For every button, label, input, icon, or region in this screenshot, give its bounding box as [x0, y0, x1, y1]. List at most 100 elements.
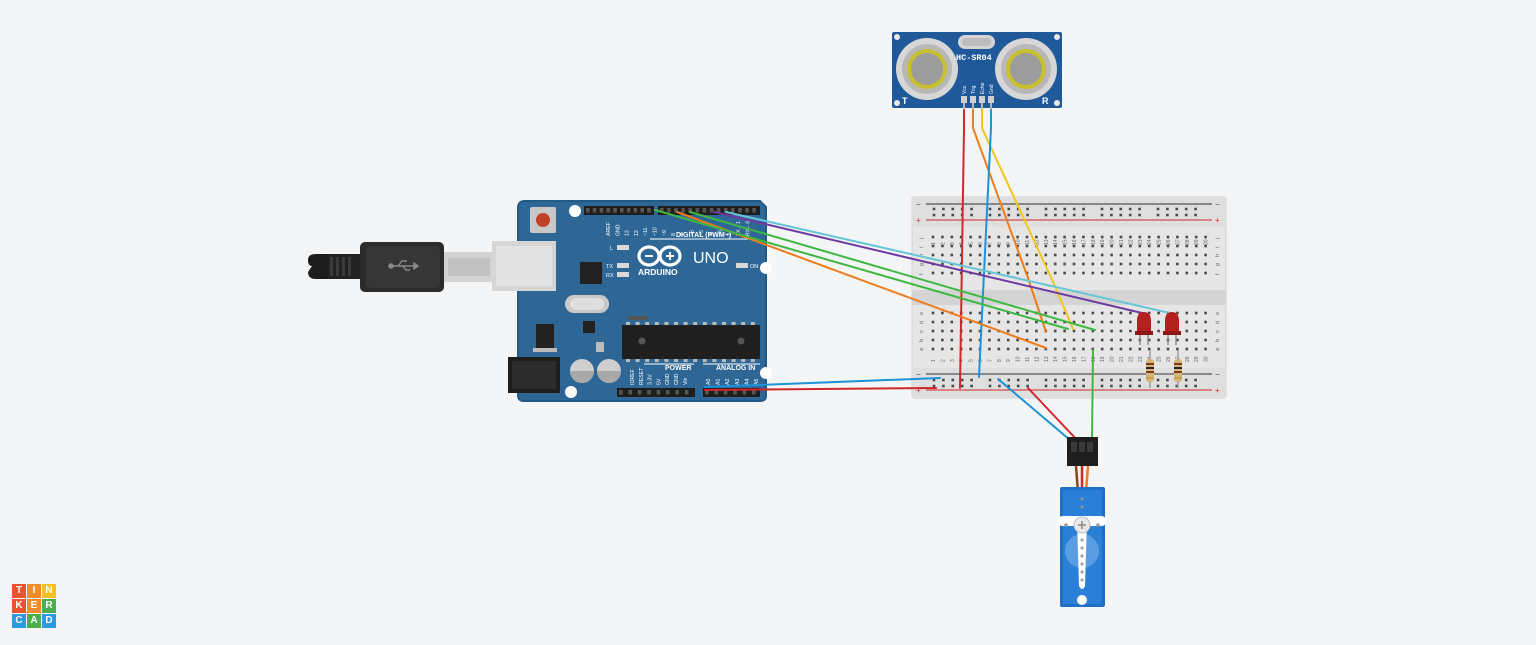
breadboard-hole — [978, 329, 982, 333]
breadboard-hole — [1082, 235, 1085, 239]
wire-sensor-trig[interactable] — [972, 109, 1029, 279]
column-number: 2 — [940, 242, 946, 245]
rail-hole — [1119, 384, 1123, 388]
column-number: 20 — [1110, 356, 1116, 362]
wire-jumper-yellow[interactable] — [1053, 283, 1074, 330]
rail-hole — [1007, 384, 1011, 388]
wire-gnd[interactable] — [704, 377, 941, 388]
logo-letter: C — [12, 614, 26, 628]
breadboard-hole — [1082, 338, 1085, 342]
column-number: 22 — [1128, 356, 1134, 362]
resistor-2[interactable] — [1174, 350, 1182, 388]
breadboard-hole — [988, 244, 991, 248]
rail-hole — [1175, 213, 1179, 217]
breadboard-hole — [1082, 320, 1085, 324]
rail-hole — [960, 384, 964, 388]
wire-5v[interactable] — [704, 387, 937, 391]
wire-pin2[interactable] — [725, 211, 1171, 314]
breadboard-hole — [1072, 244, 1076, 248]
breadboard-hole — [988, 338, 991, 342]
wire-sensor-vcc[interactable] — [959, 109, 965, 389]
breadboard-hole — [1119, 262, 1123, 266]
column-number: 2 — [940, 359, 946, 362]
wire-pin3[interactable] — [713, 211, 1143, 314]
ic-pin — [722, 359, 726, 362]
servo-motor[interactable] — [1058, 437, 1106, 607]
column-number: 23 — [1138, 239, 1144, 245]
breadboard-hole — [1044, 244, 1048, 248]
pin-label: ~9 — [662, 230, 668, 236]
row-letter: i — [1215, 247, 1221, 248]
ic-pin — [712, 359, 717, 362]
header-hole — [626, 208, 631, 213]
pin-label: 5V — [656, 378, 662, 385]
ic-pin — [741, 322, 746, 325]
breadboard-hole — [1035, 271, 1038, 275]
column-number: 7 — [987, 242, 993, 245]
breadboard-hole — [950, 235, 954, 239]
usb-cable[interactable] — [308, 242, 494, 292]
wires[interactable] — [654, 109, 1171, 441]
breadboard[interactable]: − − + + − − + + 112233445566778899101011… — [911, 196, 1227, 399]
breadboard-hole — [1006, 329, 1010, 333]
led-red-2[interactable] — [1163, 312, 1181, 345]
ic-pin — [731, 322, 736, 325]
column-number: 29 — [1194, 356, 1200, 362]
column-number: 26 — [1166, 239, 1172, 245]
ic-pin — [683, 322, 688, 325]
ultrasonic-receiver — [995, 38, 1057, 100]
breadboard-hole — [1176, 311, 1179, 315]
breadboard-hole — [941, 244, 944, 248]
ic-pin — [645, 322, 650, 325]
wire-pin5[interactable] — [689, 211, 1096, 331]
resistor-1[interactable] — [1146, 350, 1154, 388]
rail-hole — [951, 384, 955, 388]
rail-hole — [1044, 378, 1048, 382]
pin-label: Vin — [683, 377, 689, 385]
row-letter: i — [919, 247, 925, 248]
breadboard-hole — [1053, 262, 1057, 266]
breadboard-hole — [1072, 262, 1076, 266]
led-red-1[interactable] — [1135, 312, 1153, 345]
breadboard-hole — [1110, 338, 1113, 342]
breadboard-hole — [1138, 244, 1142, 248]
rail-hole — [1007, 207, 1011, 211]
rail-hole — [1110, 378, 1113, 382]
sensor-pin — [988, 96, 994, 103]
breadboard-hole — [1025, 329, 1029, 333]
breadboard-hole — [1091, 311, 1095, 315]
arduino-uno-board[interactable]: ARDUINO UNO DIGITAL (PWM~) POWER ANALOG … — [492, 200, 772, 402]
rail-hole — [1007, 378, 1011, 382]
wire-sensor-echo[interactable] — [981, 109, 1055, 285]
breadboard-hole — [978, 320, 982, 324]
header-hole — [666, 390, 670, 395]
column-number: 22 — [1128, 239, 1134, 245]
breadboard-hole — [1082, 253, 1085, 257]
wire-servo-vcc[interactable] — [1027, 387, 1078, 441]
column-number: 25 — [1157, 239, 1163, 245]
column-number: 1 — [931, 359, 937, 362]
wire-pin6[interactable] — [654, 209, 1069, 330]
wire-sensor-gnd[interactable] — [978, 109, 992, 378]
column-number: 24 — [1147, 239, 1153, 245]
breadboard-hole — [1063, 235, 1066, 239]
breadboard-hole — [1044, 271, 1048, 275]
breadboard-hole — [1185, 338, 1189, 342]
breadboard-hole — [941, 347, 944, 351]
rail-hole — [1128, 384, 1132, 388]
breadboard-hole — [1194, 271, 1198, 275]
rail-hole — [1054, 378, 1057, 382]
breadboard-hole — [1100, 311, 1104, 315]
wire-servo-gnd[interactable] — [997, 378, 1071, 441]
digital-header-left — [584, 206, 654, 215]
breadboard-hole — [1035, 253, 1038, 257]
breadboard-hole — [1129, 253, 1132, 257]
breadboard-hole — [969, 311, 972, 315]
rail-hole — [1044, 213, 1048, 217]
header-hole — [628, 390, 632, 395]
rail-hole — [1063, 384, 1067, 388]
breadboard-hole — [988, 235, 991, 239]
wire-servo-signal[interactable] — [1091, 349, 1094, 441]
